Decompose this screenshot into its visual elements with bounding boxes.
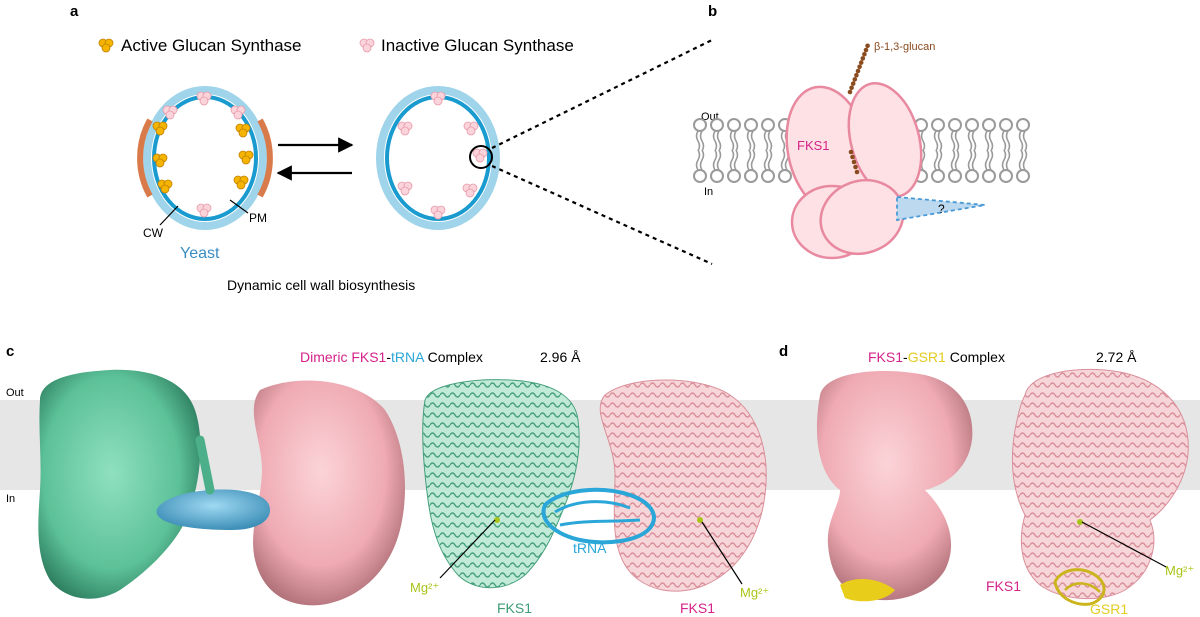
lipid-inner	[710, 149, 724, 183]
lipid-inner	[948, 149, 962, 183]
label-yeast: Yeast	[180, 245, 220, 262]
title-d: FKS1-GSR1 Complex	[868, 349, 1005, 365]
glucan-unit	[854, 169, 860, 175]
title-c-fks1: Dimeric FKS1	[300, 349, 387, 365]
zoom-line-top	[491, 39, 713, 149]
title-d-gsr1: GSR1	[908, 349, 946, 365]
zoom-circle	[469, 145, 493, 169]
lipid-outer	[727, 118, 741, 152]
glucan-unit	[862, 51, 867, 57]
title-c: Dimeric FKS1-tRNA Complex	[300, 349, 483, 365]
glucan-unit	[860, 56, 866, 61]
caption-dynamic: Dynamic cell wall biosynthesis	[227, 277, 415, 293]
label-in-b: In	[704, 186, 713, 198]
glucan-unit	[850, 81, 856, 86]
ribbon-model-c	[422, 379, 767, 592]
title-c-dash: -	[386, 349, 391, 365]
glucan-unit	[854, 72, 859, 78]
label-glucan: β-1,3-glucan	[874, 41, 935, 53]
title-c-trna: tRNA	[391, 349, 425, 365]
label-cw: CW	[143, 226, 164, 240]
lipid-outer	[761, 118, 775, 152]
label-unknown: ?	[938, 202, 945, 216]
lipid-inner	[744, 149, 758, 183]
glucan-unit	[863, 47, 869, 53]
lipid-inner	[1016, 149, 1030, 183]
glucan-unit	[850, 154, 855, 160]
lipid-outer	[999, 118, 1013, 152]
zoom-line-bottom	[491, 164, 713, 266]
resolution-c: 2.96 Å	[540, 349, 581, 365]
label-fks1-left-c: FKS1	[497, 600, 532, 616]
legend-inactive-label: Inactive Glucan Synthase	[381, 36, 574, 55]
lipid-outer	[931, 118, 945, 152]
panel-label-b: b	[708, 3, 717, 20]
lipid-inner	[761, 149, 775, 183]
label-in-c: In	[6, 493, 15, 505]
active-glucan-synthase-icon	[98, 38, 114, 53]
glucan-unit	[855, 68, 861, 74]
glucan-unit	[857, 64, 862, 70]
lipid-inner	[931, 149, 945, 183]
glucan-chain	[847, 43, 870, 175]
glucan-unit	[847, 89, 853, 95]
ribbon-model-d	[1011, 368, 1189, 606]
lipid-outer	[965, 118, 979, 152]
inactive-glucan-synthase-icon	[359, 38, 375, 53]
lipid-inner	[965, 149, 979, 183]
fks1-cartoon	[785, 82, 986, 260]
yeast-cell-inactive	[376, 86, 500, 230]
label-mg-d: Mg²⁺	[1165, 563, 1194, 578]
legend-inactive: Inactive Glucan Synthase	[359, 36, 574, 55]
label-mg-right-c: Mg²⁺	[740, 585, 769, 600]
lipid-outer	[710, 118, 724, 152]
lipid-outer	[693, 118, 707, 152]
glucan-unit	[848, 149, 854, 155]
lipid-outer	[744, 118, 758, 152]
lipid-inner	[982, 149, 996, 183]
cryo-em-density-d	[816, 371, 973, 602]
lipid-inner	[693, 149, 707, 183]
resolution-d: 2.72 Å	[1096, 349, 1137, 365]
legend-active: Active Glucan Synthase	[98, 36, 301, 55]
glucan-unit	[858, 60, 864, 65]
label-mg-left-c: Mg²⁺	[410, 580, 439, 595]
label-fks1-right-c: FKS1	[680, 600, 715, 616]
label-gsr1-d: GSR1	[1090, 601, 1128, 617]
label-pm: PM	[249, 211, 267, 225]
lipid-outer	[1016, 118, 1030, 152]
glucan-unit	[865, 43, 870, 49]
title-d-fks1: FKS1	[868, 349, 903, 365]
label-trna-c: tRNA	[573, 540, 607, 556]
label-fks1-b: FKS1	[797, 138, 830, 153]
title-d-dash: -	[903, 349, 908, 365]
legend-active-label: Active Glucan Synthase	[121, 36, 301, 55]
label-fks1-d: FKS1	[986, 578, 1021, 594]
label-out-c: Out	[6, 387, 24, 399]
panel-label-d: d	[779, 343, 788, 360]
title-d-complex: Complex	[946, 349, 1005, 365]
title-c-complex: Complex	[424, 349, 483, 365]
panel-label-a: a	[70, 3, 79, 20]
glucan-unit	[852, 77, 858, 82]
yeast-cell-active	[137, 86, 273, 230]
cryo-em-density-c	[38, 369, 405, 606]
lipid-outer	[982, 118, 996, 152]
lipid-outer	[948, 118, 962, 152]
panel-label-c: c	[6, 343, 14, 360]
glucan-unit	[851, 159, 857, 165]
lipid-inner	[999, 149, 1013, 183]
glucan-unit	[849, 85, 854, 91]
glucan-unit	[853, 164, 858, 170]
lipid-inner	[727, 149, 741, 183]
